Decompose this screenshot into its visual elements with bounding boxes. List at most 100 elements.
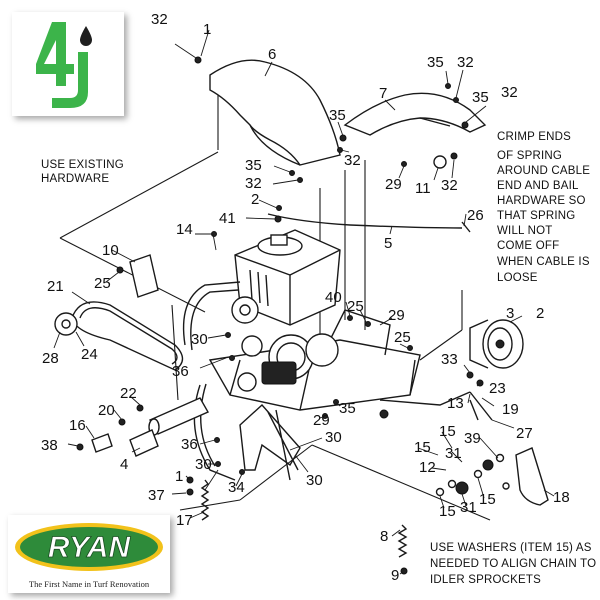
callout-37: 37: [148, 487, 165, 504]
callout-25: 25: [394, 329, 411, 346]
4j-logo-icon: [36, 22, 92, 108]
belt-guard-cover: [209, 59, 341, 166]
collar-16: [91, 433, 113, 453]
note-crimp-line-7: WILL NOT: [497, 225, 552, 237]
callout-15: 15: [414, 439, 431, 456]
callout-35: 35: [245, 157, 262, 174]
note-washers: USE WASHERS (ITEM 15) AS NEEDED TO ALIGN…: [430, 542, 596, 586]
drive-belt: [71, 301, 184, 371]
callout-11: 11: [415, 180, 431, 197]
callout-32: 32: [245, 175, 262, 192]
callout-38: 38: [41, 437, 58, 454]
callout-31: 31: [460, 499, 477, 516]
rear-wheel: [469, 319, 524, 369]
callout-17: 17: [176, 512, 193, 529]
callout-27: 27: [516, 425, 533, 442]
brand-4j-logo: [12, 12, 124, 116]
callout-20: 20: [98, 402, 115, 419]
callout-30: 30: [191, 331, 208, 348]
engine: [234, 229, 341, 326]
note-existing-line-1: USE EXISTING: [41, 159, 124, 171]
callout-25: 25: [94, 275, 111, 292]
callout-13: 13: [447, 395, 464, 412]
idler-sprocket-stack: [435, 453, 510, 497]
spring-8: [397, 524, 408, 558]
note-existing-line-2: HARDWARE: [41, 173, 109, 185]
callout-7: 7: [379, 85, 387, 102]
note-crimp-line-2: OF SPRING: [497, 150, 562, 162]
callout-labels: 32 1 6 35 32 7 35 32 35 32 35 32 29 11 3…: [41, 11, 570, 584]
note-crimp-line-10: LOOSE: [497, 272, 538, 284]
callout-4: 4: [120, 456, 128, 473]
hardware-dots: [76, 56, 484, 496]
4j-logo-four: [36, 22, 74, 86]
clutch-sprocket: [261, 361, 297, 385]
note-crimp-line-3: AROUND CABLE: [497, 165, 590, 177]
drive-hub: [305, 333, 339, 367]
callout-30: 30: [195, 456, 212, 473]
note-crimp-line-5: HARDWARE SO: [497, 195, 586, 207]
callout-9: 9: [391, 567, 399, 584]
callout-31: 31: [445, 445, 462, 462]
idler-pulley: [241, 335, 263, 357]
callout-18: 18: [553, 489, 570, 506]
callout-35: 35: [329, 107, 346, 124]
lever-19: [469, 391, 493, 421]
callout-32: 32: [457, 54, 474, 71]
bail-bracket: [129, 254, 159, 298]
note-washers-line-3: IDLER SPROCKETS: [430, 574, 541, 586]
callout-2: 2: [536, 305, 544, 322]
oil-drop-icon: [80, 26, 92, 46]
callout-10: 10: [102, 242, 119, 259]
callout-6: 6: [268, 46, 276, 63]
callout-2: 2: [251, 191, 259, 208]
callout-15: 15: [439, 423, 456, 440]
callout-8: 8: [380, 528, 388, 545]
callout-24: 24: [81, 346, 98, 363]
lever-13: [469, 399, 479, 421]
ryan-wordmark: RYAN: [48, 531, 132, 564]
note-crimp: CRIMP ENDS OF SPRING AROUND CABLE END AN…: [497, 131, 590, 284]
callout-25: 25: [347, 298, 364, 315]
callout-36: 36: [181, 436, 198, 453]
callout-19: 19: [502, 401, 519, 418]
callout-39: 39: [464, 430, 481, 447]
engine-pulley: [231, 296, 259, 324]
clutch-cable: [267, 213, 463, 229]
note-washers-line-1: USE WASHERS (ITEM 15) AS: [430, 542, 592, 554]
callout-32: 32: [501, 84, 518, 101]
callout-32: 32: [441, 177, 458, 194]
callout-30: 30: [325, 429, 342, 446]
callout-1: 1: [203, 21, 211, 38]
callout-22: 22: [120, 385, 137, 402]
callout-35: 35: [472, 89, 489, 106]
callout-34: 34: [228, 479, 245, 496]
callout-35: 35: [339, 400, 356, 417]
callout-15: 15: [439, 503, 456, 520]
ryan-logo-badge: RYAN: [15, 523, 163, 571]
main-frame: [182, 281, 421, 481]
note-crimp-line-4: END AND BAIL: [497, 180, 579, 192]
note-crimp-line-1: CRIMP ENDS: [497, 131, 571, 143]
ryan-logo-oval: [20, 527, 158, 567]
idler-ring: [237, 372, 257, 392]
leader-lines: [53, 29, 555, 575]
callout-32: 32: [151, 11, 168, 28]
callout-40: 40: [325, 289, 342, 306]
note-crimp-line-8: COME OFF: [497, 240, 559, 252]
ryan-logo: RYAN The First Name in Turf Renovation: [8, 515, 170, 593]
shaft-block: [129, 429, 159, 457]
callout-35: 35: [427, 54, 444, 71]
callout-29: 29: [385, 176, 402, 193]
callout-29: 29: [313, 412, 330, 429]
callout-41: 41: [219, 210, 236, 227]
4j-logo-j: [52, 52, 88, 108]
callout-16: 16: [69, 417, 86, 434]
callout-28: 28: [42, 350, 59, 367]
note-crimp-line-9: WHEN CABLE IS: [497, 256, 590, 268]
callout-15: 15: [479, 491, 496, 508]
callout-14: 14: [176, 221, 193, 238]
callout-21: 21: [47, 278, 64, 295]
callout-32: 32: [344, 152, 361, 169]
